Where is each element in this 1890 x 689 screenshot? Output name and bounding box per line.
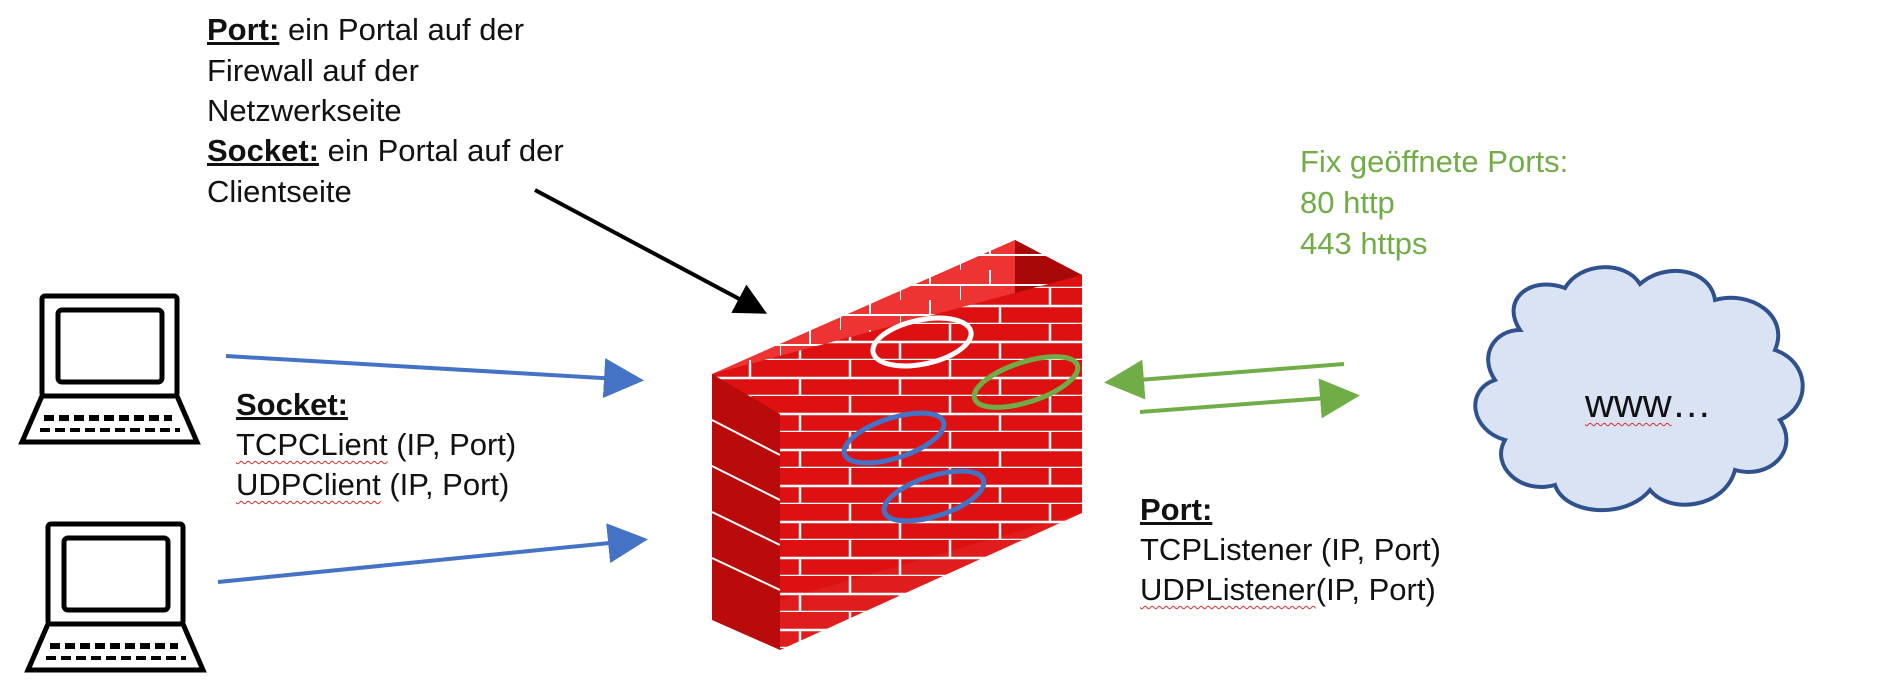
- laptop-icon: [18, 293, 201, 445]
- client-arrow: [217, 523, 648, 584]
- tcp-client-line: TCPCLient (IP, Port): [236, 427, 517, 462]
- port-definition-text: ein Portal auf der: [279, 12, 525, 47]
- udp-client-line: UDPClient (IP, Port): [236, 467, 510, 502]
- open-port-https: 443 https: [1300, 226, 1428, 261]
- inbound-arrow: [1104, 359, 1345, 400]
- cloud-icon: [1473, 265, 1805, 512]
- open-port-http: 80 http: [1300, 185, 1395, 220]
- udp-listener-class: UDPListener: [1140, 572, 1316, 607]
- cloud-www: www: [1585, 382, 1672, 426]
- port-definition-line: Netzwerkseite: [207, 93, 402, 128]
- laptop-icon: [24, 521, 207, 673]
- open-ports-title: Fix geöffnete Ports:: [1300, 144, 1569, 179]
- tcp-listener-class: TCPListener: [1140, 532, 1313, 567]
- socket-definition-line: Socket: ein Portal auf der: [207, 131, 564, 171]
- outbound-arrow: [1139, 378, 1360, 419]
- port-ellipse: [971, 354, 1081, 410]
- socket-heading: Socket:: [236, 387, 348, 422]
- socket-ellipse: [841, 410, 947, 466]
- port-definition-line: Firewall auf der: [207, 53, 419, 88]
- socket-definition-line: Clientseite: [207, 174, 352, 209]
- port-definition-line: Port: ein Portal auf der: [207, 10, 524, 50]
- socket-definition-text: ein Portal auf der: [318, 133, 564, 168]
- udp-listener-line: UDPListener(IP, Port): [1140, 572, 1436, 607]
- port-ellipse: [870, 315, 974, 369]
- pointer-arrow: [534, 188, 768, 314]
- tcp-client-class: TCPCLient: [236, 427, 388, 462]
- udp-client-class: UDPClient: [236, 467, 381, 502]
- client-arrow: [225, 354, 644, 399]
- cloud-ellipsis: …: [1671, 382, 1712, 426]
- port-heading: Port:: [1140, 492, 1213, 527]
- tcp-listener-line: TCPListener (IP, Port): [1140, 532, 1441, 567]
- port-term: Port:: [207, 12, 280, 47]
- cloud-label: www…: [1585, 380, 1712, 428]
- socket-term: Socket:: [207, 133, 319, 168]
- socket-ellipse: [881, 468, 987, 524]
- firewall-icon: [711, 240, 1082, 650]
